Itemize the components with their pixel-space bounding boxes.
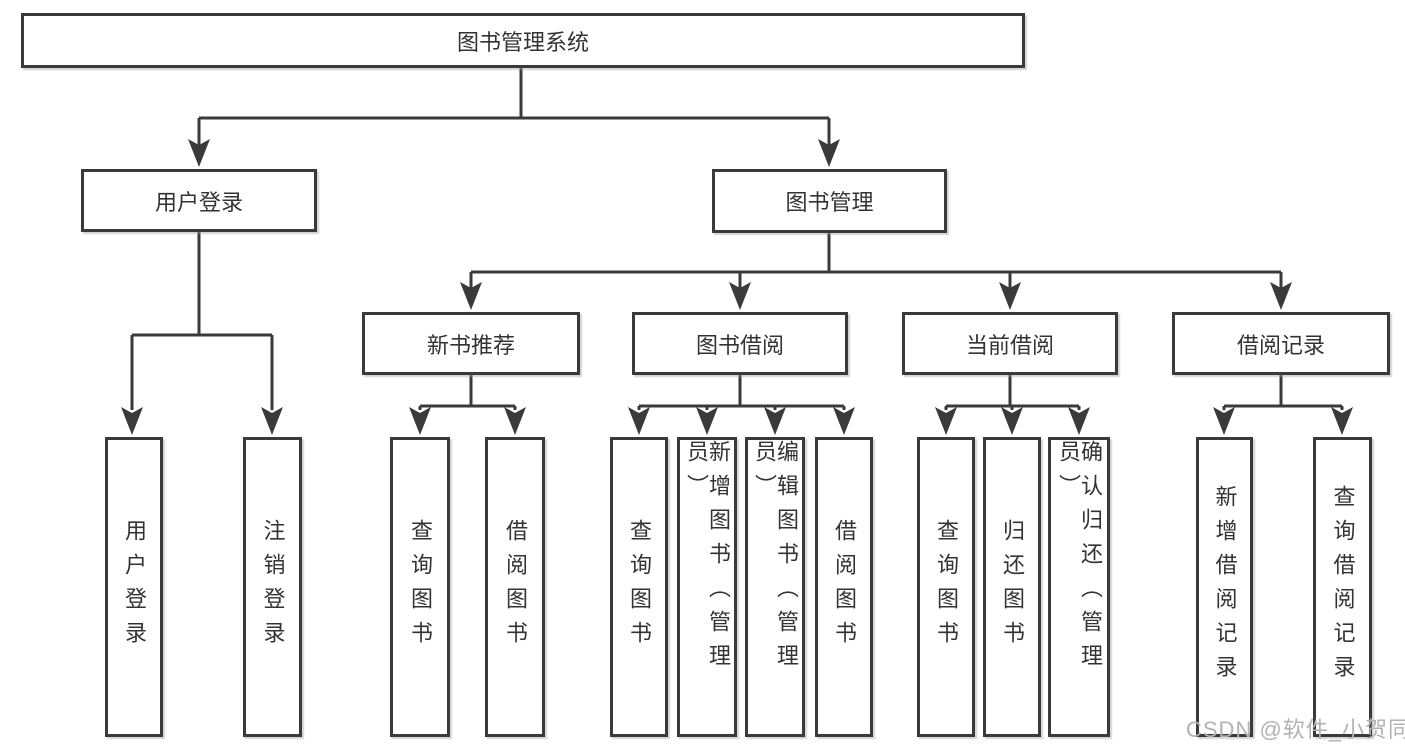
leaf-add-borrow-record: 新增借阅记录 (1196, 437, 1253, 737)
node-current-borrow: 当前借阅 (902, 312, 1118, 375)
node-label: 注销登录 (260, 519, 286, 655)
node-user-login: 用户登录 (81, 169, 317, 232)
node-label: 查询图书 (408, 519, 433, 655)
leaf-return-book: 归还图书 (983, 437, 1041, 737)
arrowheads (121, 139, 1353, 435)
node-label: 用户登录 (154, 189, 243, 215)
leaf-edit-book-admin: 编辑图书（管理员） (745, 437, 805, 737)
leaf-query-borrow-record: 查询借阅记录 (1313, 437, 1372, 737)
node-label: 新书推荐 (426, 332, 515, 358)
node-label: 借阅图书 (832, 519, 857, 655)
node-label: 查询图书 (627, 519, 652, 655)
node-label: 借阅记录 (1236, 332, 1325, 358)
node-label: 当前借阅 (965, 332, 1054, 358)
watermark: CSDN @软件_小贺同学 (1186, 717, 1405, 742)
leaf-borrow-book: 借阅图书 (815, 437, 873, 737)
leaf-add-book-admin: 新增图书（管理员） (677, 437, 737, 737)
leaf-logout: 注销登录 (243, 437, 302, 737)
node-new-book-recommend: 新书推荐 (362, 312, 580, 375)
node-borrow-records: 借阅记录 (1172, 312, 1390, 375)
node-label: 借阅图书 (503, 519, 528, 655)
node-book-management: 图书管理 (712, 169, 947, 233)
node-label: 图书借阅 (695, 332, 784, 358)
node-label: 归还图书 (1000, 519, 1025, 655)
node-label: 用户登录 (122, 519, 147, 655)
node-label: 图书管理 (785, 190, 874, 215)
node-label: 图书管理系统 (456, 29, 589, 55)
node-library-management-system: 图书管理系统 (21, 13, 1025, 68)
leaf-query-book-current: 查询图书 (917, 437, 975, 737)
leaf-confirm-return-admin: 确认归还（管理员） (1048, 437, 1110, 737)
node-label: 查询借阅记录 (1330, 485, 1356, 689)
leaf-query-book-recommend: 查询图书 (390, 437, 450, 737)
leaf-query-book-borrow: 查询图书 (610, 437, 668, 737)
node-book-borrow: 图书借阅 (632, 312, 848, 375)
leaf-user-login: 用户登录 (105, 437, 163, 737)
node-label: 新增图书（管理员） (684, 440, 731, 678)
node-label: 新增借阅记录 (1212, 485, 1238, 689)
node-label: 编辑图书（管理员） (752, 440, 799, 678)
node-label: 确认归还（管理员） (1056, 440, 1103, 678)
node-label: 查询图书 (934, 519, 959, 655)
leaf-borrow-book-recommend: 借阅图书 (485, 437, 545, 737)
